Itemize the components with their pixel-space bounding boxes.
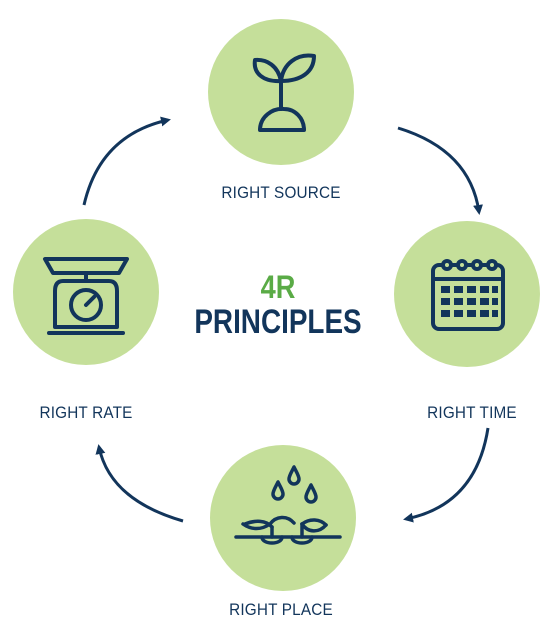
arrow-time-to-place bbox=[403, 427, 490, 523]
calendar-icon bbox=[431, 259, 505, 331]
arrow-place-to-rate bbox=[95, 444, 184, 523]
node-label-right-rate: RIGHT RATE bbox=[39, 403, 133, 422]
center-title-4r: 4R bbox=[260, 269, 296, 305]
node-right-rate bbox=[13, 219, 159, 365]
node-right-time bbox=[394, 221, 540, 367]
center-title-principles: PRINCIPLES bbox=[194, 303, 362, 341]
scale-icon bbox=[43, 257, 129, 335]
rain-seedlings-icon bbox=[234, 465, 342, 545]
sprout-icon bbox=[252, 53, 316, 132]
arrow-rate-to-source bbox=[82, 116, 171, 206]
node-right-source bbox=[208, 19, 354, 165]
arrow-source-to-time bbox=[397, 126, 483, 215]
node-label-right-place: RIGHT PLACE bbox=[229, 600, 333, 619]
node-right-place bbox=[210, 445, 356, 591]
node-label-right-time: RIGHT TIME bbox=[427, 403, 517, 422]
node-label-right-source: RIGHT SOURCE bbox=[221, 183, 341, 202]
